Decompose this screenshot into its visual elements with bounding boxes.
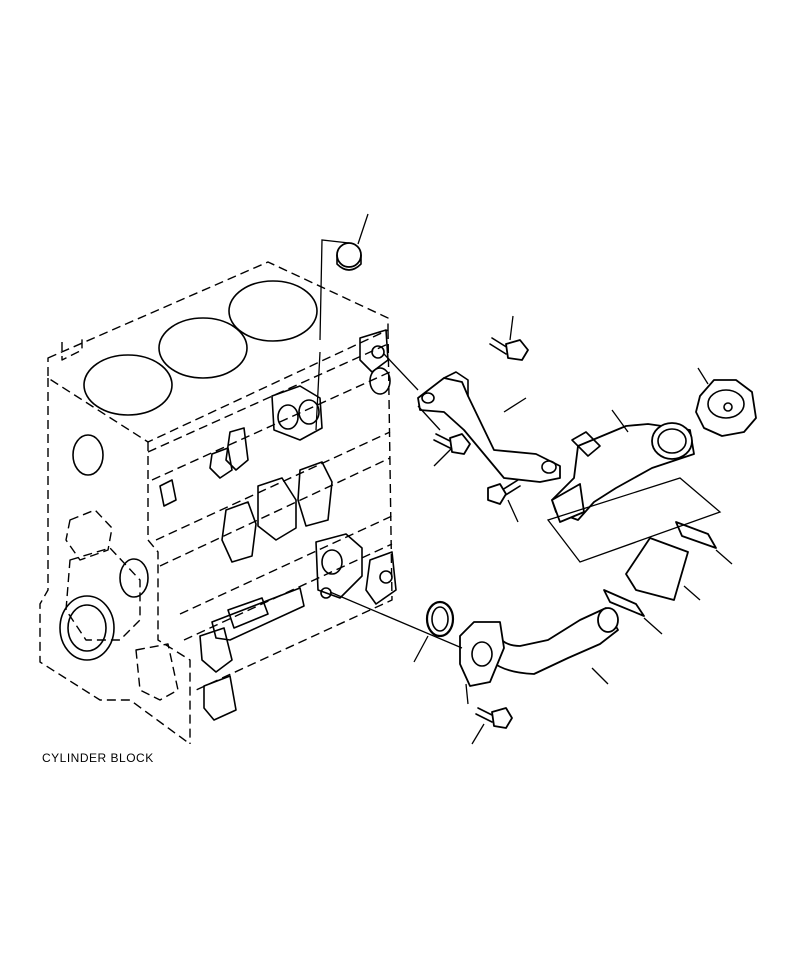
bolt-lower <box>487 479 521 505</box>
o-ring <box>425 600 455 638</box>
filler-cap <box>695 379 757 437</box>
water-filler-neck <box>551 422 695 523</box>
hose-clamp-lower <box>603 589 645 617</box>
water-port-left <box>277 404 299 430</box>
sealing-plug <box>336 242 362 271</box>
bolt-bottom <box>475 707 513 729</box>
bolt-middle <box>433 433 471 455</box>
front-plug-2 <box>119 558 149 598</box>
cylinder-block <box>39 261 397 745</box>
hose <box>625 537 689 601</box>
cylinder-block-label: CYLINDER BLOCK <box>42 751 154 765</box>
cylinder-bore-1 <box>83 354 173 416</box>
water-port-right <box>298 399 320 425</box>
leader-lines <box>315 213 733 745</box>
cylinder-bore-2 <box>158 317 248 379</box>
water-pipe <box>459 607 619 687</box>
bracket <box>417 371 561 483</box>
group-bracket <box>546 477 722 563</box>
hose-clamp-upper <box>675 521 717 549</box>
front-plug <box>72 434 104 476</box>
bolt-upper <box>489 337 529 361</box>
crank-seal <box>59 595 115 661</box>
water-outlet-port <box>321 549 343 575</box>
cylinder-bore-3 <box>228 280 318 342</box>
